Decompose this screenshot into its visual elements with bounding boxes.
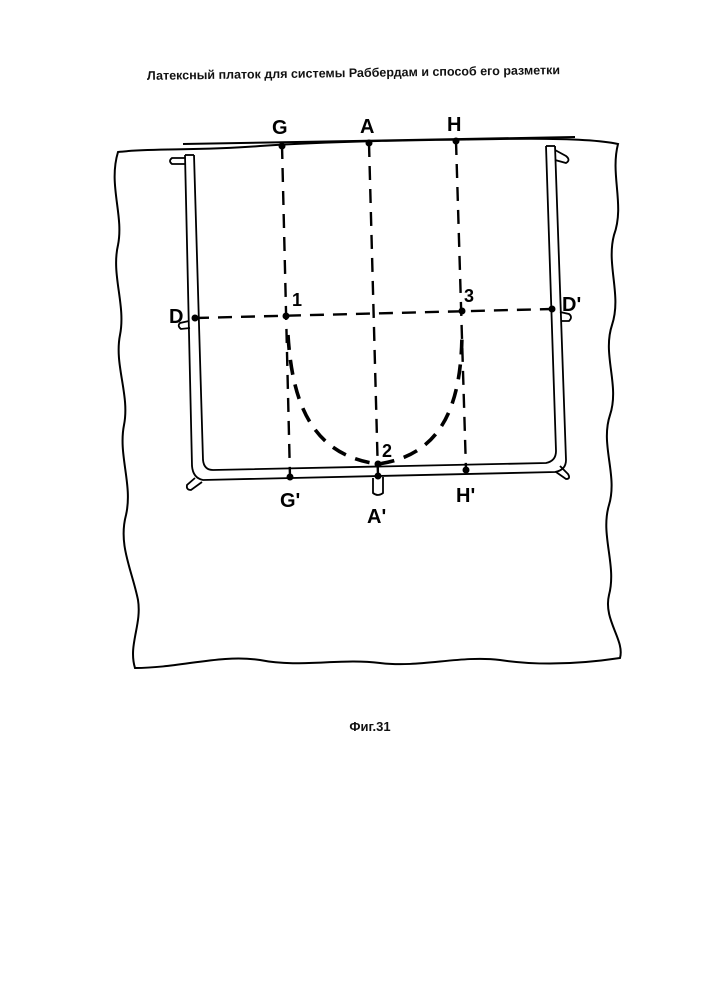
dot-a — [366, 140, 373, 147]
dot-g-prime — [287, 474, 294, 481]
label-h-prime: H' — [456, 485, 475, 507]
label-d-prime: D' — [562, 294, 581, 316]
dot-1 — [283, 313, 290, 320]
label-d: D — [169, 306, 183, 328]
line-a-a-prime — [369, 143, 378, 476]
figure-caption: Фиг.31 — [0, 719, 707, 734]
label-h: H — [447, 114, 461, 136]
dot-g — [279, 143, 286, 150]
dot-a-prime — [375, 473, 382, 480]
dot-2 — [375, 461, 382, 468]
label-point-2: 2 — [382, 441, 392, 461]
dot-3 — [459, 308, 466, 315]
label-a-prime: A' — [367, 506, 386, 528]
top-reference-line — [183, 137, 575, 144]
label-g: G — [272, 117, 288, 139]
label-a: A — [360, 116, 374, 138]
label-point-3: 3 — [464, 286, 474, 306]
label-g-prime: G' — [280, 490, 300, 512]
label-point-1: 1 — [292, 290, 302, 310]
line-g-g-prime — [282, 145, 290, 477]
dot-h — [453, 138, 460, 145]
dot-d-prime — [549, 306, 556, 313]
dot-d — [192, 315, 199, 322]
dot-h-prime — [463, 467, 470, 474]
